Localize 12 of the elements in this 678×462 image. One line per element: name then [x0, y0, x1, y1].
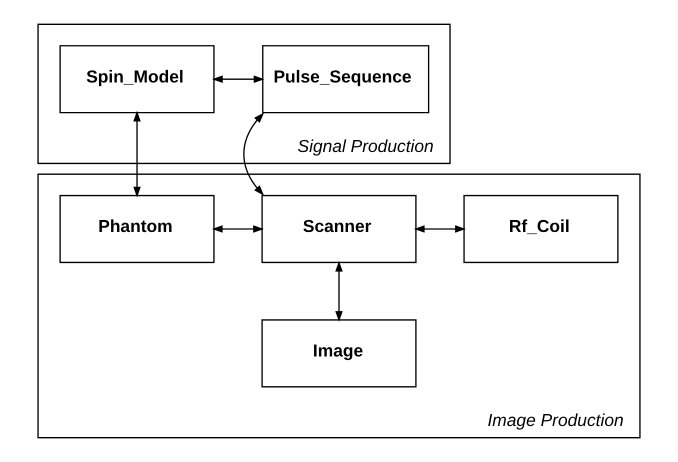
- arrow: [414, 225, 466, 233]
- node-box: Scanner: [261, 194, 417, 264]
- arrow: [243, 112, 264, 196]
- node-box: Spin_Model: [59, 45, 215, 114]
- node-box: Rf_Coil: [463, 194, 619, 264]
- arrow: [335, 260, 343, 322]
- arrow: [133, 110, 141, 198]
- node-box: Image: [261, 319, 417, 388]
- arrow: [212, 225, 264, 233]
- node-box: Pulse_Sequence: [262, 45, 430, 114]
- node-box: Phantom: [59, 194, 215, 264]
- arrow: [212, 75, 264, 83]
